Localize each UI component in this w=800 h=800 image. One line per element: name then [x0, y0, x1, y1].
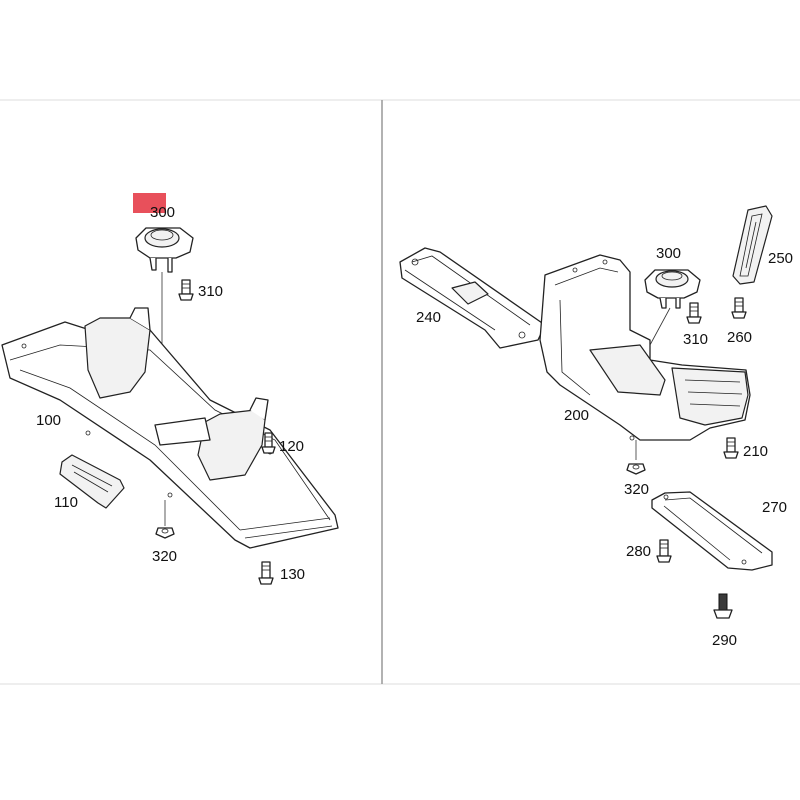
- part-240-rail[interactable]: [399, 247, 546, 349]
- bolt-210[interactable]: [723, 437, 739, 459]
- label-280: 280: [626, 543, 651, 560]
- label-300-left: 300: [150, 204, 175, 221]
- label-130: 130: [280, 566, 305, 583]
- right-panel: 240 300 250 310 260 200 210 320 270 280 …: [399, 205, 793, 649]
- label-250: 250: [768, 250, 793, 267]
- bolt-120[interactable]: [261, 432, 276, 454]
- part-110-bracket[interactable]: [59, 454, 125, 509]
- part-300-engine-mount-right[interactable]: [644, 269, 701, 346]
- label-100: 100: [36, 412, 61, 429]
- label-310-right: 310: [683, 331, 708, 348]
- bolt-310-left[interactable]: [178, 279, 194, 301]
- label-290: 290: [712, 632, 737, 649]
- highlight-marker: [133, 193, 166, 213]
- bolt-260[interactable]: [731, 297, 747, 319]
- bolt-130[interactable]: [258, 561, 274, 585]
- part-300-engine-mount-left[interactable]: [135, 227, 194, 420]
- label-320-right: 320: [624, 481, 649, 498]
- label-210: 210: [743, 443, 768, 460]
- label-110: 110: [54, 494, 78, 511]
- part-250-strap[interactable]: [732, 205, 773, 285]
- nut-320-right[interactable]: [626, 463, 646, 475]
- bolt-310-right[interactable]: [686, 302, 702, 324]
- left-panel: 300 310 100 120 110 320 130: [1, 193, 339, 585]
- label-320-left: 320: [152, 548, 177, 565]
- bolt-280[interactable]: [656, 539, 672, 563]
- fastener-290[interactable]: [713, 593, 733, 619]
- label-300-right: 300: [656, 245, 681, 262]
- part-270-plate[interactable]: [651, 491, 773, 571]
- label-310-left: 310: [198, 283, 223, 300]
- nut-320-left[interactable]: [155, 500, 175, 539]
- label-200: 200: [564, 407, 589, 424]
- label-270: 270: [762, 499, 787, 516]
- label-260: 260: [727, 329, 752, 346]
- label-120: 120: [279, 438, 304, 455]
- label-240: 240: [416, 309, 441, 326]
- part-200-crossmember[interactable]: [539, 254, 751, 460]
- part-100-crossmember[interactable]: [1, 307, 339, 549]
